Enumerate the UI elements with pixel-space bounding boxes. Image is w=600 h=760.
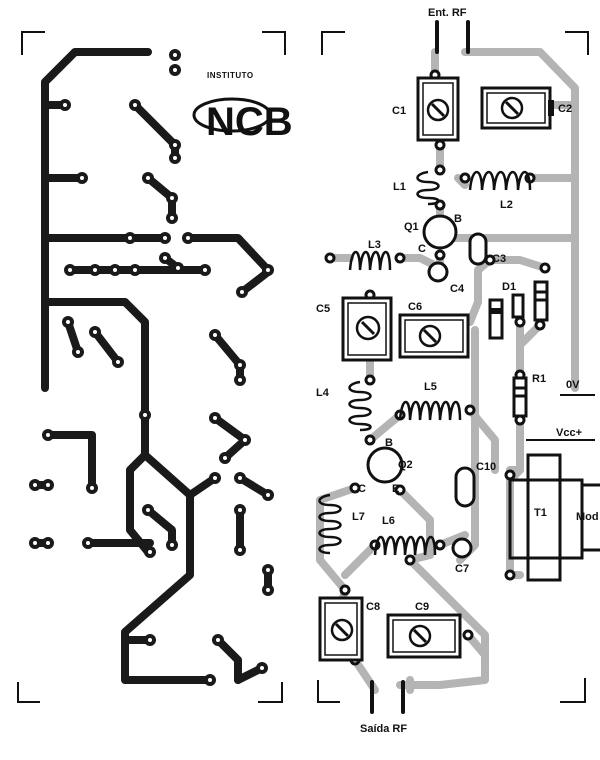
corner-mark <box>317 680 340 703</box>
label-q2-base: B <box>385 437 393 449</box>
label-q1: Q1 <box>404 221 419 233</box>
corner-mark <box>17 682 40 703</box>
label-c6: C6 <box>408 301 422 313</box>
label-q2: Q2 <box>398 459 413 471</box>
label-vcc: Vcc+ <box>556 427 582 439</box>
resistor-r-top <box>533 280 549 322</box>
copper-side-panel <box>17 31 286 703</box>
transistor-q1 <box>422 214 458 250</box>
diode-d1 <box>488 298 504 340</box>
label-l7: L7 <box>352 511 365 523</box>
trimmer-c1 <box>416 76 460 142</box>
coil-l5 <box>398 400 462 421</box>
rf-leads <box>370 20 470 714</box>
trimmer-c8 <box>318 596 364 662</box>
label-saida-rf: Saída RF <box>360 723 407 735</box>
corner-mark <box>565 31 589 55</box>
label-0v: 0V <box>566 379 580 391</box>
logo-ring <box>192 97 272 133</box>
label-c2: C2 <box>558 103 572 115</box>
label-q1-collector: C <box>418 243 426 255</box>
trimmer-c6 <box>398 313 470 359</box>
label-l6: L6 <box>382 515 395 527</box>
label-q1-base: B <box>454 213 462 225</box>
label-c5: C5 <box>316 303 330 315</box>
corner-mark <box>258 682 283 703</box>
logo-small-text: INSTITUTO <box>207 71 254 80</box>
transistor-q2 <box>366 446 404 484</box>
supply-leads <box>526 394 595 441</box>
corner-mark <box>21 31 45 55</box>
label-c1: C1 <box>392 105 406 117</box>
corner-mark <box>560 678 586 703</box>
capacitor-c3 <box>468 232 488 266</box>
corner-mark <box>262 31 286 55</box>
label-ent-rf: Ent. RF <box>428 7 467 19</box>
label-c7: C7 <box>455 563 469 575</box>
coil-l4 <box>348 380 372 432</box>
coil-l6 <box>373 535 437 556</box>
institute-logo: INSTITUTO NCB <box>192 71 293 144</box>
corner-mark <box>321 31 345 55</box>
label-t1: T1 <box>534 507 547 519</box>
transformer-t1 <box>508 453 600 582</box>
label-d1: D1 <box>502 281 516 293</box>
trimmer-c2 <box>480 86 554 130</box>
label-c9: C9 <box>415 601 429 613</box>
label-c4: C4 <box>450 283 465 295</box>
label-c3: C3 <box>492 253 506 265</box>
label-c8: C8 <box>366 601 380 613</box>
label-l2: L2 <box>500 199 513 211</box>
label-l1: L1 <box>393 181 406 193</box>
label-l3: L3 <box>368 239 381 251</box>
label-c10: C10 <box>476 461 496 473</box>
label-mod: Mod <box>576 511 599 523</box>
coil-l2 <box>468 170 532 191</box>
component-side-panel <box>316 20 600 714</box>
copper-traces <box>31 48 272 684</box>
label-l5: L5 <box>424 381 437 393</box>
label-q2-collector: C <box>358 483 366 495</box>
label-l4: L4 <box>316 387 330 399</box>
label-q2-emitter: E <box>392 483 399 495</box>
coil-l3 <box>348 250 392 271</box>
trace-layer <box>316 48 579 694</box>
trimmer-c9 <box>386 613 462 659</box>
capacitor-c4 <box>427 261 449 283</box>
diode-d1b <box>511 293 525 319</box>
logo-big-text: NCB <box>206 100 293 144</box>
label-r1: R1 <box>532 373 546 385</box>
capacitor-c10 <box>454 466 476 508</box>
coils <box>318 170 532 556</box>
coil-l1 <box>416 170 440 206</box>
coil-l7 <box>318 493 342 555</box>
resistor-r1 <box>512 376 528 418</box>
capacitor-c7 <box>451 537 473 559</box>
component-labels: Ent. RF Saída RF C1 C2 C3 C4 C5 C6 C7 C8… <box>316 7 599 735</box>
trimmer-c5 <box>341 296 393 362</box>
solder-pads <box>29 49 274 686</box>
